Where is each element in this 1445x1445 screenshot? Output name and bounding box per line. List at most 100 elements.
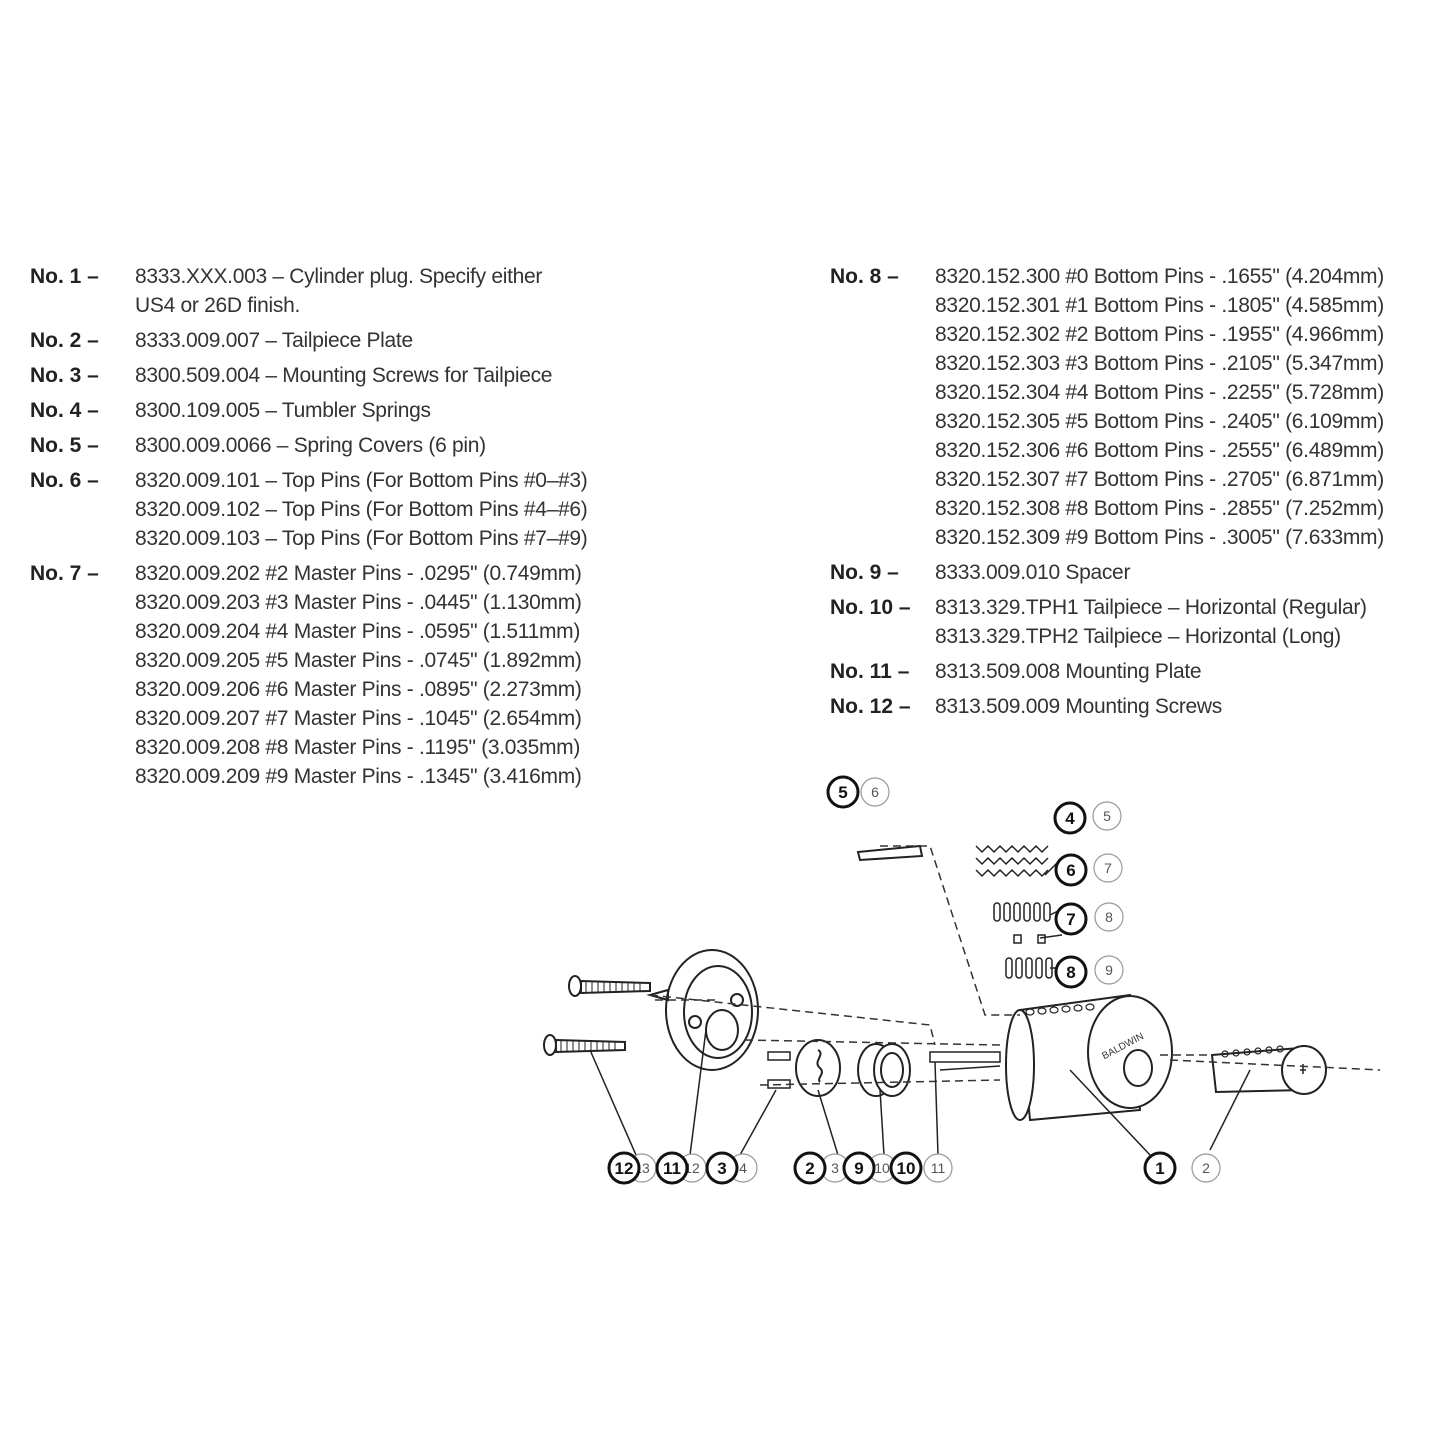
tailpiece-drawing	[929, 1051, 1001, 1071]
callout-3: 3	[705, 1151, 739, 1185]
part-entry: No. 8 – 8320.152.300 #0 Bottom Pins - .16…	[830, 262, 1430, 552]
faint-callout-7: 7	[1093, 853, 1123, 883]
faint-callout-8: 8	[1094, 902, 1124, 932]
part-description-line: 8320.152.305 #5 Bottom Pins - .2405" (6.…	[935, 410, 1384, 433]
svg-text:8: 8	[1105, 909, 1113, 925]
part-description-line: 8333.009.007 – Tailpiece Plate	[135, 329, 413, 352]
svg-text:10: 10	[874, 1160, 890, 1176]
callout-10: 10	[889, 1151, 923, 1185]
part-description-line: 8320.152.309 #9 Bottom Pins - .3005" (7.…	[935, 526, 1384, 549]
part-description-line: 8320.152.302 #2 Bottom Pins - .1955" (4.…	[935, 323, 1384, 346]
part-description-line: US4 or 26D finish.	[135, 294, 301, 317]
callout-11: 11	[655, 1151, 689, 1185]
svg-text:13: 13	[634, 1160, 650, 1176]
master-pins-drawing	[1013, 934, 1046, 944]
part-number-label: No. 11 –	[830, 660, 910, 683]
tailpiece-screws-drawing	[767, 1051, 791, 1089]
svg-text:5: 5	[1103, 808, 1111, 824]
part-description-line: 8300.109.005 – Tumbler Springs	[135, 399, 431, 422]
parts-list-left: No. 1 – 8333.XXX.003 – Cylinder plug. Spe…	[30, 262, 670, 797]
svg-text:10: 10	[897, 1159, 916, 1178]
part-description-line: 8320.009.103 – Top Pins (For Bottom Pins…	[135, 527, 588, 550]
part-description-line: 8313.509.009 Mounting Screws	[935, 695, 1222, 718]
part-number-label: No. 3 –	[30, 364, 99, 387]
assembly-lines	[649, 845, 1381, 1086]
part-description: 8320.009.101 – Top Pins (For Bottom Pins…	[135, 466, 588, 553]
svg-text:11: 11	[931, 1160, 946, 1176]
svg-text:2: 2	[805, 1159, 814, 1178]
brand-mark: BALDWIN	[1100, 1031, 1145, 1062]
svg-text:3: 3	[831, 1160, 839, 1176]
mounting-screws-drawing	[543, 975, 651, 1056]
faint-callout-13: 13	[627, 1153, 657, 1183]
part-number-label: No. 8 –	[830, 265, 899, 288]
part-description-line: 8320.009.207 #7 Master Pins - .1045" (2.…	[135, 707, 582, 730]
part-description: 8320.152.300 #0 Bottom Pins - .1655" (4.…	[935, 262, 1384, 552]
faint-callout-9: 9	[1094, 955, 1124, 985]
part-entry: No. 9 –8333.009.010 Spacer	[830, 558, 1430, 587]
spacer-drawing	[857, 1043, 911, 1097]
part-number-label: No. 10 –	[830, 596, 911, 619]
cylinder-body-drawing	[1005, 993, 1173, 1122]
part-description: 8320.009.202 #2 Master Pins - .0295" (0.…	[135, 559, 582, 791]
part-description-line: 8320.009.204 #4 Master Pins - .0595" (1.…	[135, 620, 581, 643]
part-entry: No. 5 –8300.009.0066 – Spring Covers (6 …	[30, 431, 670, 460]
part-entry: No. 12 – 8313.509.009 Mounting Screws	[830, 692, 1430, 721]
part-description-line: 8320.152.303 #3 Bottom Pins - .2105" (5.…	[935, 352, 1384, 375]
faint-callout-4: 4	[728, 1153, 758, 1183]
leader-lines	[589, 859, 1251, 1156]
svg-text:4: 4	[739, 1160, 747, 1176]
callout-4: 4	[1053, 801, 1087, 835]
callout-6: 6	[1054, 853, 1088, 887]
part-description-line: 8300.509.004 – Mounting Screws for Tailp…	[135, 364, 553, 387]
callout-2: 2	[793, 1151, 827, 1185]
faint-callout-3: 3	[820, 1153, 850, 1183]
part-description-line: 8320.009.203 #3 Master Pins - .0445" (1.…	[135, 591, 582, 614]
part-description-line: 8313.329.TPH1 Tailpiece – Horizontal (Re…	[935, 596, 1367, 619]
faint-callout-6: 6	[860, 777, 890, 807]
faint-callouts: 6 5 7 8 9 13 12 4 3 10 11 2	[627, 777, 1221, 1183]
part-description-line: 8320.152.300 #0 Bottom Pins - .1655" (4.…	[935, 265, 1384, 288]
part-description-line: 8300.009.0066 – Spring Covers (6 pin)	[135, 434, 486, 457]
part-description-line: 8320.009.208 #8 Master Pins - .1195" (3.…	[135, 736, 581, 759]
part-description-line: 8320.009.206 #6 Master Pins - .0895" (2.…	[135, 678, 582, 701]
part-description-line: 8333.009.010 Spacer	[935, 561, 1131, 584]
part-number-label: No. 4 –	[30, 399, 99, 422]
faint-callout-2: 2	[1191, 1153, 1221, 1183]
part-description: 8300.009.0066 – Spring Covers (6 pin)	[135, 431, 486, 460]
part-description: 8333.009.010 Spacer	[935, 558, 1130, 587]
svg-text:12: 12	[684, 1160, 700, 1176]
part-description: 8333.XXX.003 – Cylinder plug. Specify ei…	[135, 262, 542, 320]
svg-text:6: 6	[1066, 861, 1075, 880]
part-description-line: 8320.009.202 #2 Master Pins - .0295" (0.…	[135, 562, 582, 585]
part-number-label: No. 12 –	[830, 695, 911, 718]
svg-text:5: 5	[838, 783, 847, 802]
part-description-line: 8320.009.102 – Top Pins (For Bottom Pins…	[135, 498, 588, 521]
part-description-line: 8320.152.301 #1 Bottom Pins - .1805" (4.…	[935, 294, 1384, 317]
part-description: 8313.509.009 Mounting Screws	[935, 692, 1222, 721]
part-number-label: No. 2 –	[30, 329, 99, 352]
svg-text:11: 11	[663, 1159, 681, 1178]
svg-text:9: 9	[854, 1159, 863, 1178]
svg-text:3: 3	[717, 1159, 726, 1178]
callout-12: 12	[607, 1151, 641, 1185]
part-number-label: No. 1 –	[30, 265, 99, 288]
bottom-pins-drawing	[1005, 957, 1053, 979]
faint-callout-11: 11	[923, 1153, 953, 1183]
part-description-line: 8313.329.TPH2 Tailpiece – Horizontal (Lo…	[935, 625, 1341, 648]
part-number-label: No. 6 –	[30, 469, 99, 492]
part-description-line: 8320.009.101 – Top Pins (For Bottom Pins…	[135, 469, 588, 492]
part-description: 8300.509.004 – Mounting Screws for Tailp…	[135, 361, 553, 390]
faint-callout-5: 5	[1092, 801, 1122, 831]
part-entry: No. 3 – 8300.509.004 – Mounting Screws fo…	[30, 361, 670, 390]
svg-text:7: 7	[1104, 860, 1112, 876]
part-description: 8300.109.005 – Tumbler Springs	[135, 396, 431, 425]
part-number-label: No. 7 –	[30, 562, 99, 585]
callout-5: 5	[826, 775, 860, 809]
part-entry: No. 10 – 8313.329.TPH1 Tailpiece – Horizo…	[830, 593, 1430, 651]
svg-text:2: 2	[1202, 1160, 1210, 1176]
part-entry: No. 2 – 8333.009.007 – Tailpiece Plate	[30, 326, 670, 355]
part-description-line: 8333.XXX.003 – Cylinder plug. Specify ei…	[135, 265, 543, 288]
tailpiece-plate-drawing	[795, 1039, 841, 1097]
part-description: 8333.009.007 – Tailpiece Plate	[135, 326, 413, 355]
